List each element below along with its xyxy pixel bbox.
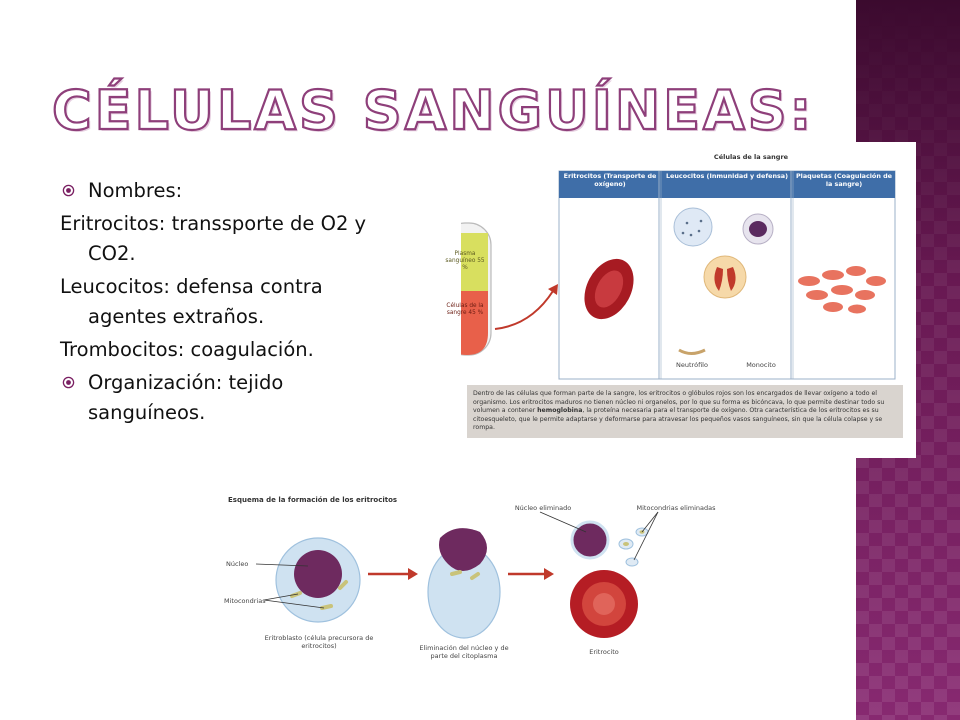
platelet-icon <box>798 266 886 314</box>
formation-illustration <box>255 511 659 639</box>
nucleo-eliminado-label: Núcleo eliminado <box>514 504 572 512</box>
neutrofilo-label: Neutrófilo <box>676 361 708 369</box>
bullet-text: Nombres: <box>88 179 183 202</box>
eliminated-mitochondria-icon <box>618 527 649 567</box>
eritrocito-label: Eritrocito <box>589 648 619 656</box>
bullet-item-nombres: Nombres: <box>60 176 400 206</box>
monocito-label: Monocito <box>746 361 776 369</box>
text-leucocitos: Leucocitos: defensa contra agentes extra… <box>60 275 323 328</box>
eritroblasto-label: Eritroblasto (célula precursora de eritr… <box>264 634 374 650</box>
eliminated-nucleus-icon <box>570 520 610 560</box>
text-eritrocitos: Eritrocitos: transsporte de O2 y CO2. <box>60 212 367 265</box>
mitocondrias-label: Mitocondrias <box>224 597 266 605</box>
figure-caption: Dentro de las células que forman parte d… <box>467 385 903 438</box>
figure-title: Células de la sangre <box>713 153 789 161</box>
blood-cells-figure: Células de la sangre Plasma sanguíneo 55… <box>445 142 916 458</box>
enucleation-icon <box>427 528 501 639</box>
leukocyte-icon <box>673 207 774 355</box>
blood-cells-illustration <box>461 170 896 380</box>
eliminacion-label: Eliminación del núcleo y de parte del ci… <box>419 644 509 660</box>
bullet-item-organizacion: Organización: tejido sanguíneos. <box>60 368 400 428</box>
slide-body: Nombres: Eritrocitos: transsporte de O2 … <box>60 176 400 428</box>
tube-plasma-label: Plasma sanguíneo 55 % <box>445 251 485 271</box>
bullet-icon <box>62 184 75 197</box>
tube-cells-label: Células de la sangre 45 % <box>446 303 484 316</box>
column-header-plaquetas: Plaquetas (Coagulación de la sangre) <box>795 172 893 188</box>
text-trombocitos: Trombocitos: coagulación. <box>60 338 314 361</box>
bullet-text: Organización: tejido sanguíneos. <box>88 371 284 424</box>
bullet-icon <box>62 376 75 389</box>
erythrocyte-formation-figure: Esquema de la formación de los eritrocit… <box>222 488 732 676</box>
formation-title: Esquema de la formación de los eritrocit… <box>228 496 398 504</box>
column-header-leucocitos: Leucocitos (Inmunidad y defensa) <box>665 172 789 180</box>
slide-title: CÉLULAS SANGUÍNEAS: <box>51 79 815 142</box>
erythrocyte-icon <box>584 258 634 320</box>
erythroblast-icon <box>275 537 361 623</box>
mature-erythrocyte-icon <box>570 570 638 638</box>
nucleo-label: Núcleo <box>226 560 249 568</box>
test-tube-icon <box>461 222 492 356</box>
mitocondrias-eliminadas-label: Mitocondrias eliminadas <box>636 504 716 512</box>
column-header-eritrocitos: Eritrocitos (Transporte de oxígeno) <box>563 172 657 188</box>
